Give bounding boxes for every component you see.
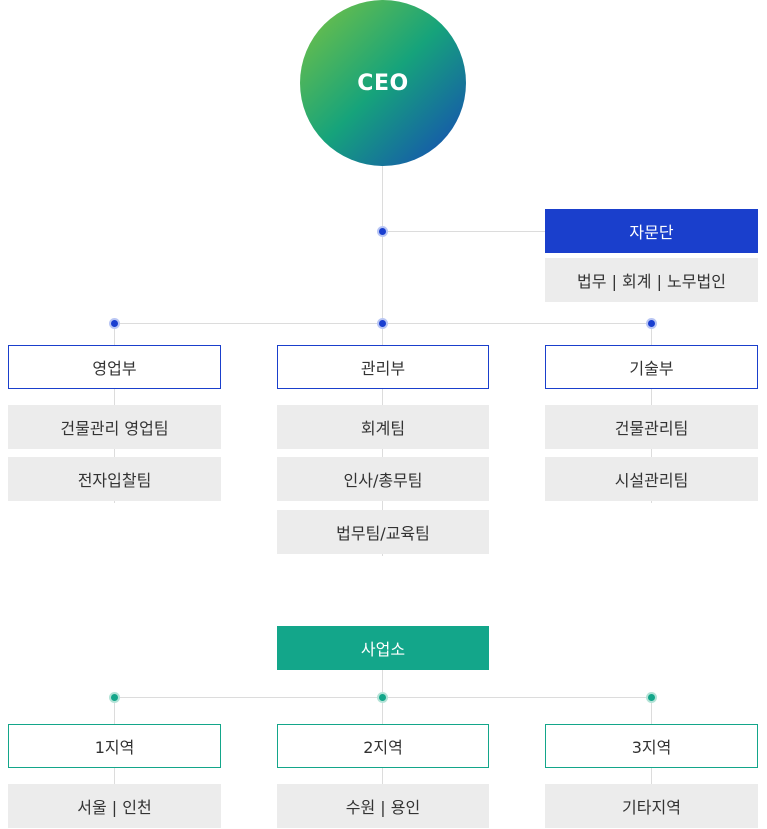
- department-box-sales: 영업부: [8, 345, 221, 389]
- region-box-3: 3지역: [545, 724, 758, 768]
- team-box: 시설관리팀: [545, 457, 758, 501]
- advisory-connector-line: [382, 231, 546, 232]
- region-box-2: 2지역: [277, 724, 489, 768]
- business-title-box: 사업소: [277, 626, 489, 670]
- team-name: 시설관리팀: [614, 471, 689, 490]
- region-areas: 서울 | 인천: [77, 798, 152, 817]
- region-name: 2지역: [363, 738, 403, 757]
- region3-junction-dot: [646, 692, 657, 703]
- department-name: 관리부: [360, 359, 406, 378]
- team-name: 전자입찰팀: [77, 471, 152, 490]
- advisory-title: 자문단: [629, 223, 674, 242]
- team-name: 법무팀/교육팀: [336, 524, 430, 543]
- region-name: 1지역: [94, 738, 135, 757]
- ceo-node: CEO: [300, 0, 466, 166]
- advisory-junction-dot: [377, 226, 388, 237]
- business-title: 사업소: [360, 640, 406, 659]
- advisory-members-box: 법무 | 회계 | 노무법인: [545, 258, 758, 302]
- business-trunk-line: [382, 670, 383, 700]
- region-areas-box: 서울 | 인천: [8, 784, 221, 828]
- team-name: 인사/총무팀: [343, 471, 423, 490]
- region-areas: 수원 | 용인: [345, 798, 421, 817]
- region-areas: 기타지역: [622, 798, 681, 817]
- team-box: 법무팀/교육팀: [277, 510, 489, 554]
- department-name: 기술부: [629, 359, 674, 378]
- region1-junction-dot: [109, 692, 120, 703]
- team-box: 인사/총무팀: [277, 457, 489, 501]
- team-name: 건물관리 영업팀: [60, 419, 169, 438]
- advisory-title-box: 자문단: [545, 209, 758, 253]
- advisory-members: 법무 | 회계 | 노무법인: [577, 272, 726, 291]
- region-areas-box: 수원 | 용인: [277, 784, 489, 828]
- team-box: 회계팀: [277, 405, 489, 449]
- team-box: 건물관리 영업팀: [8, 405, 221, 449]
- region-box-1: 1지역: [8, 724, 221, 768]
- department-box-management: 관리부: [277, 345, 489, 389]
- team-box: 전자입찰팀: [8, 457, 221, 501]
- dept2-junction-dot: [377, 318, 388, 329]
- team-name: 건물관리팀: [614, 419, 689, 438]
- ceo-label: CEO: [357, 70, 409, 96]
- dept3-junction-dot: [646, 318, 657, 329]
- department-box-technical: 기술부: [545, 345, 758, 389]
- region-areas-box: 기타지역: [545, 784, 758, 828]
- dept1-junction-dot: [109, 318, 120, 329]
- region-name: 3지역: [631, 738, 672, 757]
- team-box: 건물관리팀: [545, 405, 758, 449]
- team-name: 회계팀: [360, 419, 406, 438]
- region2-junction-dot: [377, 692, 388, 703]
- department-name: 영업부: [92, 359, 137, 378]
